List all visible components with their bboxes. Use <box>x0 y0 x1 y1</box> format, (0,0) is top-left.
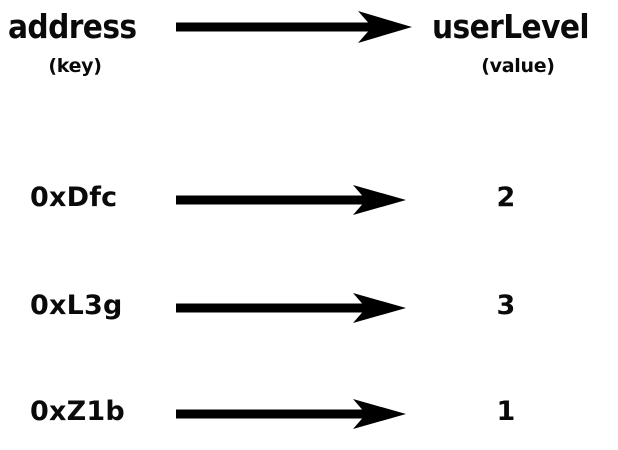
key-column-title: address <box>8 7 137 46</box>
key-column-subtitle: (key) <box>48 55 102 77</box>
row-right-arrow-icon <box>176 292 406 324</box>
value-column-subtitle: (value) <box>481 55 555 77</box>
row-key: 0xZ1b <box>30 396 125 427</box>
row-key: 0xL3g <box>30 290 123 321</box>
row-value: 2 <box>496 182 516 213</box>
row-value: 1 <box>496 396 516 427</box>
header-right-arrow-icon <box>176 10 412 44</box>
value-column-title: userLevel <box>432 7 590 46</box>
row-right-arrow-icon <box>176 184 406 216</box>
row-key: 0xDfc <box>30 182 118 213</box>
row-value: 3 <box>496 290 516 321</box>
row-right-arrow-icon <box>176 398 406 430</box>
